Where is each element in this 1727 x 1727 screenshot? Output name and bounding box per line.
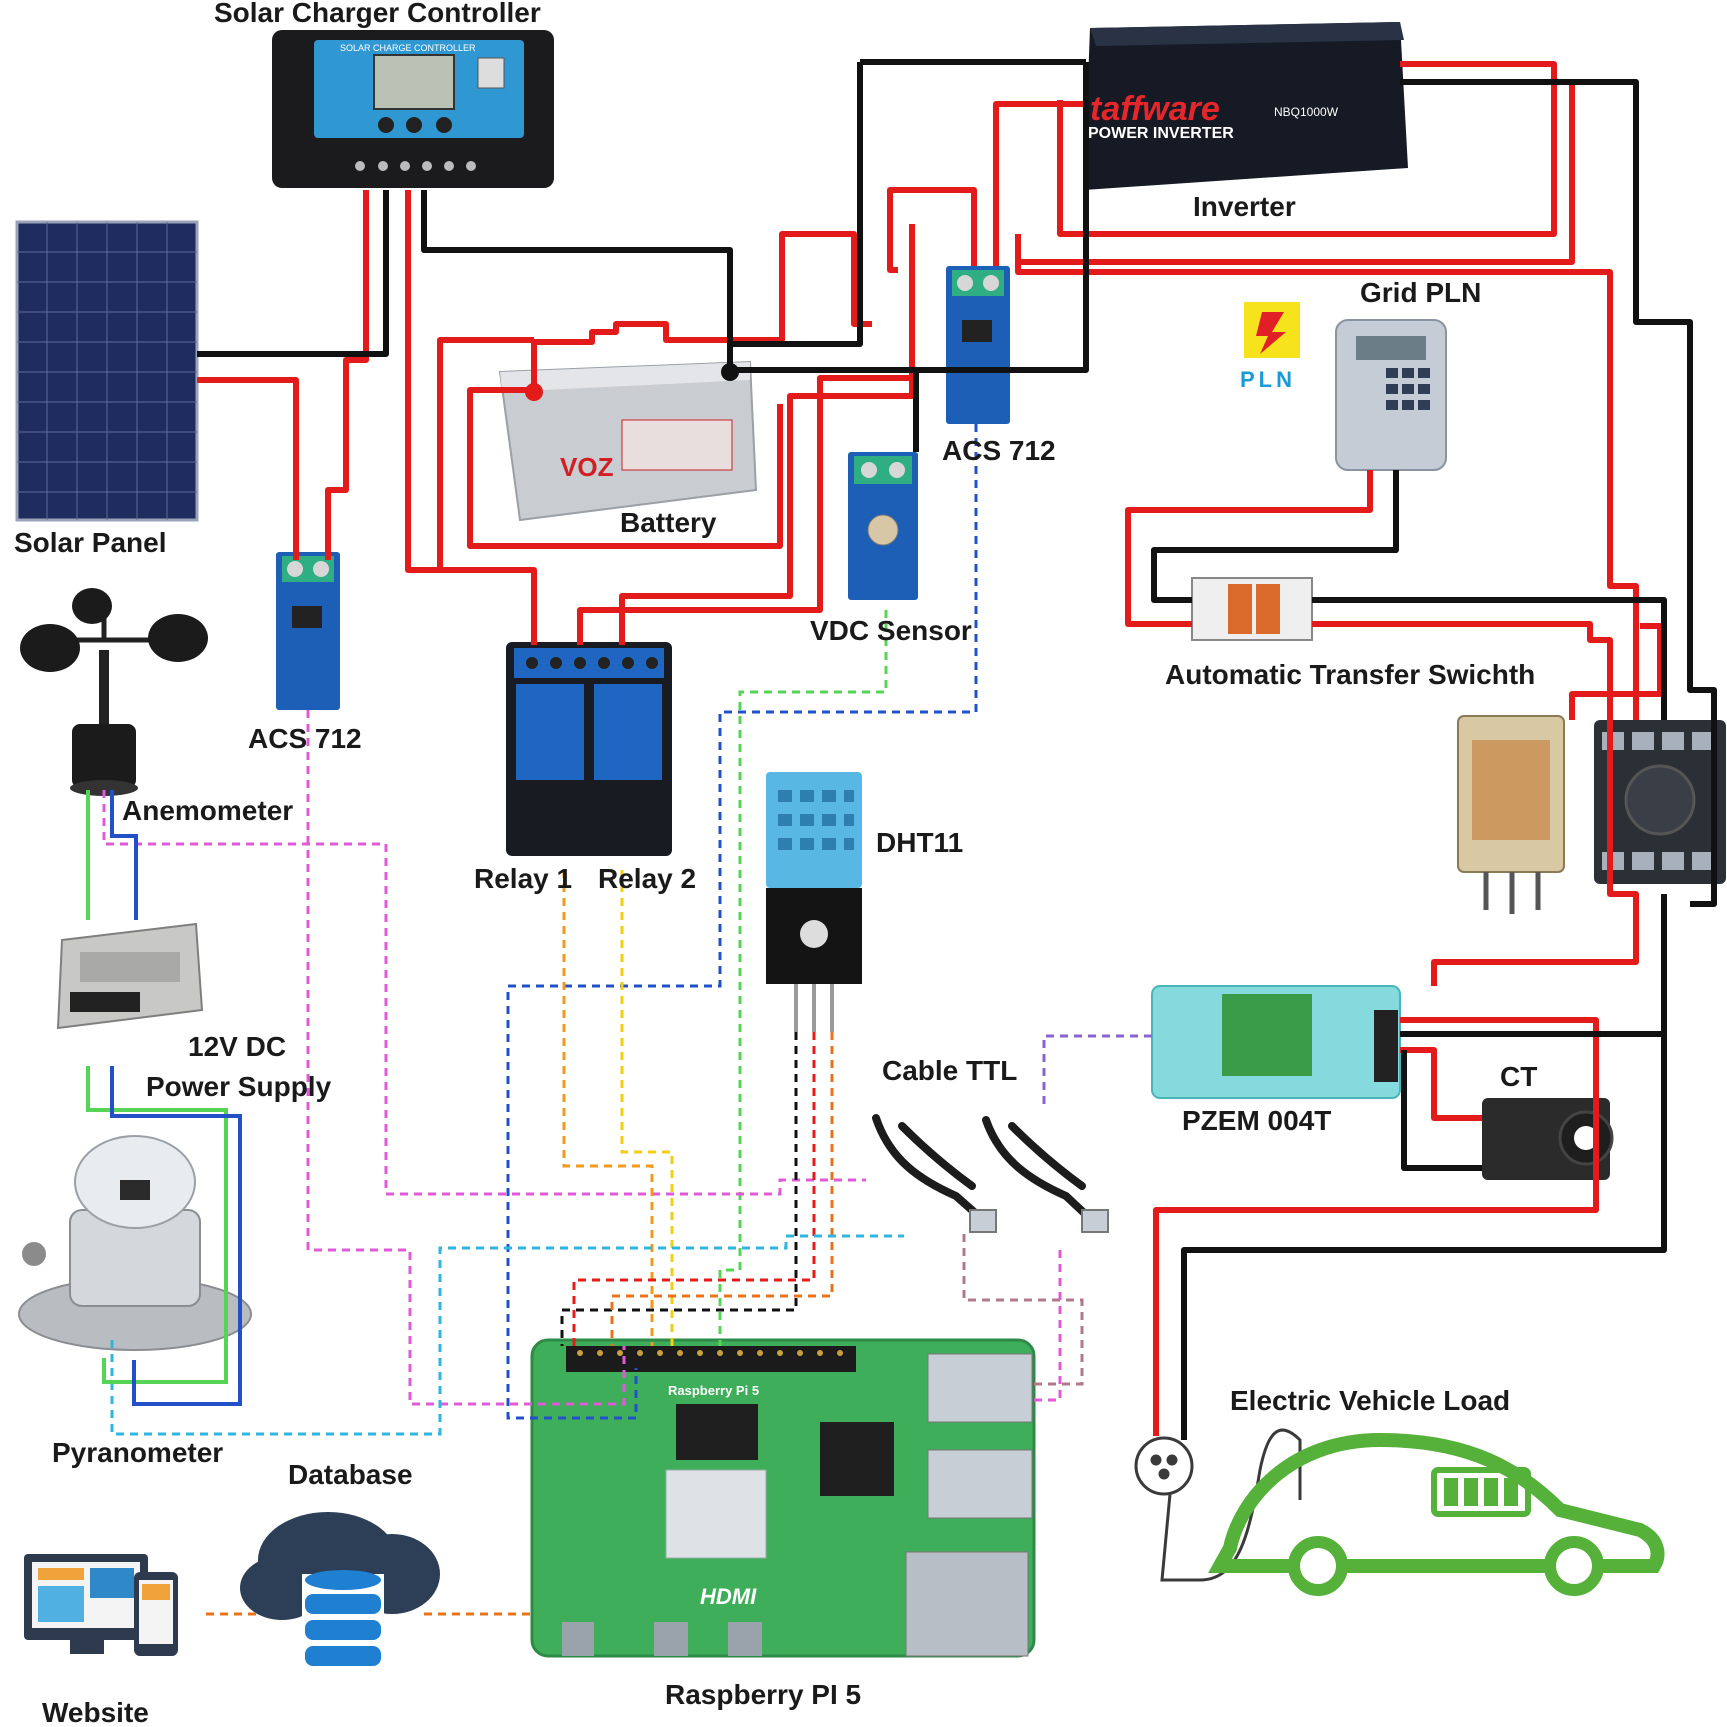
dht11-sensor — [766, 772, 862, 1032]
label-acs712-top: ACS 712 — [942, 435, 1056, 466]
usb-ttl-cables — [872, 1114, 1109, 1233]
pzem-004t-module — [1151, 985, 1401, 1099]
grid-pln-kwh-meter — [1335, 319, 1447, 471]
ct-current-transformer — [1482, 1098, 1614, 1180]
label-pzem: PZEM 004T — [1182, 1105, 1331, 1136]
rpi-hdmi-label: HDMI — [700, 1584, 757, 1609]
label-solar-charger-controller: Solar Charger Controller — [214, 0, 541, 28]
label-relay-2: Relay 2 — [598, 863, 696, 894]
solar-panel — [15, 220, 199, 522]
raspberry-pi-5-board: Raspberry Pi 5 HDMI — [530, 1338, 1036, 1658]
label-database: Database — [288, 1459, 413, 1490]
inverter-model: NBQ1000W — [1274, 105, 1339, 119]
signal-wiring — [102, 424, 1152, 1616]
relay-module — [506, 642, 672, 856]
vdc-voltage-sensor — [848, 452, 918, 600]
acs712-sensor-top — [946, 266, 1010, 424]
pln-logo-text: PLN — [1240, 367, 1296, 392]
label-power-supply-line1: 12V DC — [188, 1031, 286, 1062]
inverter-type: POWER INVERTER — [1088, 125, 1234, 142]
solar-charge-controller: SOLAR CHARGE CONTROLLER — [272, 30, 554, 188]
label-raspberry-pi: Raspberry PI 5 — [665, 1679, 861, 1710]
label-cable-ttl: Cable TTL — [882, 1055, 1017, 1086]
label-vdc-sensor: VDC Sensor — [810, 615, 972, 646]
pln-logo: PLN — [1240, 302, 1300, 392]
battery-brand: VOZ — [560, 452, 614, 482]
label-automatic-transfer-switch: Automatic Transfer Swichth — [1165, 659, 1535, 690]
database-cloud-icon — [240, 1512, 440, 1674]
anemometer-psu-wires — [86, 790, 242, 1406]
power-wiring-positive — [197, 61, 1663, 1436]
label-grid-pln: Grid PLN — [1360, 277, 1481, 308]
12v-dc-power-supply — [56, 922, 204, 1030]
power-inverter: taffware NBQ1000W POWER INVERTER — [1084, 22, 1408, 190]
relay-socket-base — [1594, 720, 1726, 884]
label-anemometer: Anemometer — [122, 795, 293, 826]
label-pyranometer: Pyranometer — [52, 1437, 223, 1468]
changeover-relay — [1457, 715, 1565, 914]
label-inverter: Inverter — [1193, 191, 1296, 222]
label-relay-1: Relay 1 — [474, 863, 572, 894]
inverter-brand: taffware — [1090, 90, 1220, 128]
battery-positive-terminal — [525, 383, 543, 401]
label-ct: CT — [1500, 1061, 1537, 1092]
electric-vehicle-icon — [1208, 1432, 1665, 1596]
label-power-supply-line2: Power Supply — [146, 1071, 332, 1102]
battery: VOZ — [498, 360, 758, 522]
label-solar-panel: Solar Panel — [14, 527, 167, 558]
label-battery: Battery — [620, 507, 717, 538]
website-devices — [24, 1554, 178, 1656]
controller-panel-text: SOLAR CHARGE CONTROLLER — [340, 43, 476, 53]
label-dht11: DHT11 — [876, 827, 963, 858]
rpi-board-name: Raspberry Pi 5 — [668, 1383, 759, 1398]
anemometer — [20, 588, 208, 796]
label-website: Website — [42, 1697, 149, 1727]
pyranometer — [18, 1135, 252, 1351]
battery-negative-terminal — [721, 363, 739, 381]
label-electric-vehicle-load: Electric Vehicle Load — [1230, 1385, 1510, 1416]
acs712-sensor-left — [276, 552, 340, 710]
label-acs712-left: ACS 712 — [248, 723, 362, 754]
automatic-transfer-switch — [1191, 577, 1313, 641]
power-wiring-negative — [197, 59, 1717, 1440]
